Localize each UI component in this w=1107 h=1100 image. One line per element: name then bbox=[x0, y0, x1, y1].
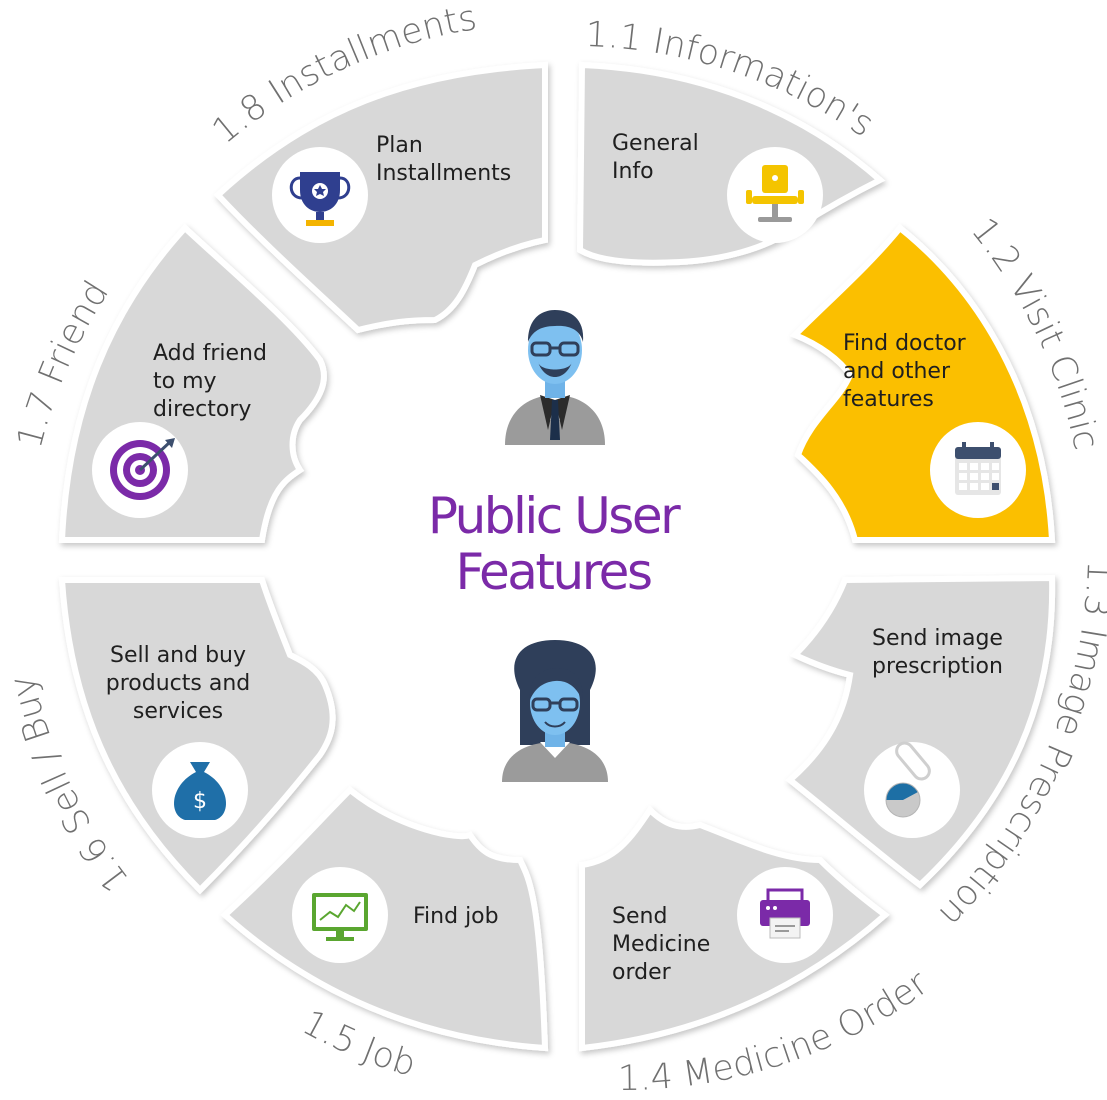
text-line: Sell and buy bbox=[109, 643, 247, 668]
text-line: Medicine bbox=[612, 932, 711, 957]
text-line: Add friend bbox=[153, 341, 267, 366]
pill-capsule-icon bbox=[864, 741, 960, 838]
segment-1.4-text: Send Medicine order bbox=[612, 903, 710, 987]
segment-1.4[interactable] bbox=[579, 805, 890, 1052]
text-line: to my bbox=[153, 369, 217, 394]
center-title-line1: Public User bbox=[427, 487, 681, 545]
center-title-line2: Features bbox=[455, 543, 654, 601]
svg-text:$: $ bbox=[193, 789, 207, 814]
segment-1.2-text: Find doctor and other features bbox=[843, 330, 966, 414]
text-line: products and bbox=[105, 671, 251, 696]
woman-avatar-icon bbox=[502, 640, 608, 782]
segment-1.3[interactable] bbox=[785, 574, 1056, 889]
text-line: order bbox=[612, 960, 671, 985]
segment-1.6[interactable] bbox=[58, 577, 336, 895]
segment-1.6-text: Sell and buy products and services bbox=[98, 642, 258, 726]
target-icon bbox=[92, 422, 188, 518]
segment-1.3-text: Send image prescription bbox=[850, 625, 1025, 681]
segment-1.8[interactable] bbox=[213, 61, 548, 334]
monitor-chart-icon bbox=[292, 867, 388, 963]
center-title: Public User Features bbox=[353, 488, 753, 600]
text-line: features bbox=[843, 387, 934, 412]
segment-1.7-text: Add friend to my directory bbox=[153, 340, 267, 424]
text-line: General bbox=[612, 131, 699, 156]
money-bag-icon: $ bbox=[152, 742, 248, 838]
office-chair-icon bbox=[727, 147, 823, 243]
text-line: prescription bbox=[872, 654, 1003, 679]
text-line: services bbox=[132, 699, 224, 724]
segment-1.5-text: Find job bbox=[413, 903, 499, 931]
text-line: Plan bbox=[376, 133, 423, 158]
trophy-icon bbox=[272, 147, 368, 243]
text-line: Send image bbox=[872, 626, 1003, 651]
segment-1.1-text: General Info bbox=[612, 130, 699, 186]
text-line: Find job bbox=[413, 904, 499, 929]
text-line: Find doctor bbox=[843, 331, 966, 356]
text-line: Send bbox=[612, 904, 668, 929]
text-line: and other bbox=[843, 359, 950, 384]
segment-1.8-text: Plan Installments bbox=[376, 132, 511, 188]
text-line: Info bbox=[612, 159, 654, 184]
man-avatar-icon bbox=[505, 310, 605, 445]
text-line: Installments bbox=[376, 161, 512, 186]
text-line: directory bbox=[153, 397, 252, 422]
calendar-icon bbox=[930, 422, 1026, 518]
printer-icon bbox=[737, 867, 833, 963]
